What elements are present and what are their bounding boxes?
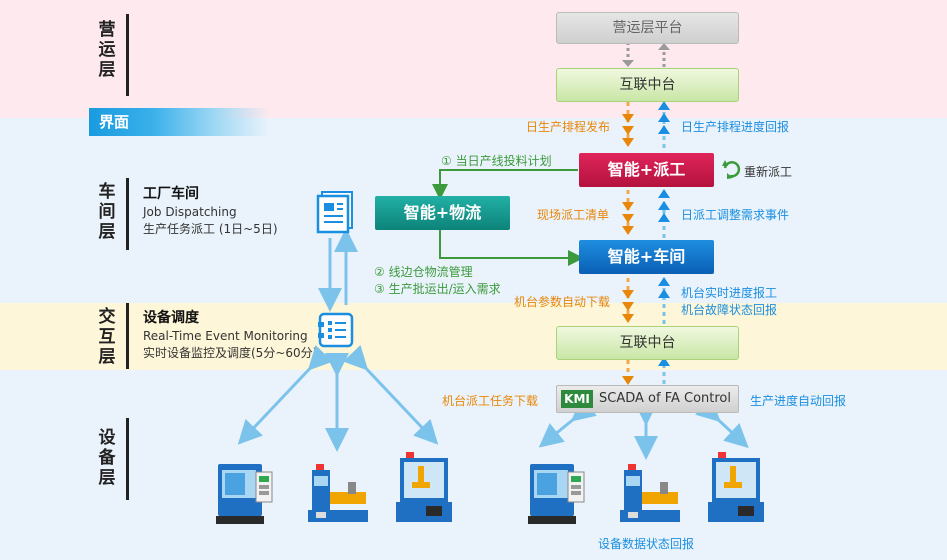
logistics-box[interactable]: 智能+物流 xyxy=(375,196,510,230)
redispatch-label: 重新派工 xyxy=(744,165,793,179)
workshop-box[interactable]: 智能+车间 xyxy=(579,240,714,274)
shop-interaction-arrows xyxy=(318,228,358,312)
scada-label: SCADA of FA Control xyxy=(599,391,731,406)
redispatch-icon xyxy=(722,160,741,179)
hub-bottom-box[interactable]: 互联中台 xyxy=(556,326,739,360)
ops-hub-arrows xyxy=(622,42,670,67)
progress-report-label: 机台实时进度报工 xyxy=(681,286,778,300)
task-download-label: 机台派工任务下载 xyxy=(442,394,539,408)
device-layer-bar xyxy=(126,418,129,500)
robot-station-icon xyxy=(396,452,452,522)
document-icon xyxy=(316,191,353,234)
ops-layer-label: 营运层 xyxy=(98,20,116,80)
dispatch-workshop-arrows xyxy=(622,189,670,238)
kmi-badge: KMI xyxy=(561,390,593,408)
interaction-layer-band xyxy=(0,303,947,370)
param-download-label: 机台参数自动下载 xyxy=(514,295,611,309)
cnc-machine-icon-2 xyxy=(528,464,585,524)
dispatch-list-label: 现场派工清单 xyxy=(537,208,610,222)
dispatch-box[interactable]: 智能+派工 xyxy=(579,153,714,187)
robot-station-icon-2 xyxy=(708,452,764,522)
device-layer-band xyxy=(0,370,947,560)
adjust-events-label: 日派工调整需求事件 xyxy=(681,208,790,222)
monitoring-icon xyxy=(318,312,354,348)
fault-report-label: 机台故障状态回报 xyxy=(681,303,778,317)
ops-layer-bar xyxy=(126,14,129,96)
plan2-label: ② 线边仓物流管理 xyxy=(374,265,473,279)
shop-desc-en: Job Dispatching xyxy=(143,205,237,219)
device-report-label: 设备数据状态回报 xyxy=(598,537,695,551)
inter-desc-en: Real-Time Event Monitoring xyxy=(143,329,308,343)
left-device-arrows xyxy=(237,345,439,452)
shop-desc-cn: 生产任务派工 (1日~5日) xyxy=(143,222,278,236)
shop-layer-bar xyxy=(126,178,129,250)
schedule-publish-label: 日生产排程发布 xyxy=(526,120,611,134)
inter-desc-title: 设备调度 xyxy=(143,310,199,326)
auto-report-label: 生产进度自动回报 xyxy=(750,394,847,408)
plan1-label: ① 当日产线投料计划 xyxy=(441,154,552,168)
hub-kmi-arrows xyxy=(622,357,670,385)
hub-top-box[interactable]: 互联中台 xyxy=(556,68,739,102)
logistics-connectors xyxy=(432,169,584,266)
cnc-machine-icon xyxy=(216,464,273,524)
device-layer-label: 设备层 xyxy=(98,428,116,488)
interaction-layer-label: 交互层 xyxy=(98,307,116,367)
assembly-machine-icon xyxy=(308,464,368,522)
shop-description: 工厂车间 Job Dispatching 生产任务派工 (1日~5日) xyxy=(143,184,278,238)
interaction-layer-bar xyxy=(126,303,129,369)
ops-platform-box[interactable]: 营运层平台 xyxy=(556,12,739,44)
right-device-arrows xyxy=(538,397,749,460)
schedule-report-label: 日生产排程进度回报 xyxy=(681,120,790,134)
ops-layer-band xyxy=(0,0,947,118)
shop-desc-title: 工厂车间 xyxy=(143,186,199,202)
interface-tag: 界面 xyxy=(89,108,269,136)
assembly-machine-icon-2 xyxy=(620,464,680,522)
shop-layer-label: 车间层 xyxy=(98,182,116,242)
hub-dispatch-arrows xyxy=(622,101,670,148)
scada-box[interactable]: KMI SCADA of FA Control xyxy=(556,385,739,413)
plan3-label: ③ 生产批运出/运入需求 xyxy=(374,282,501,296)
workshop-hub-arrows xyxy=(622,277,670,324)
